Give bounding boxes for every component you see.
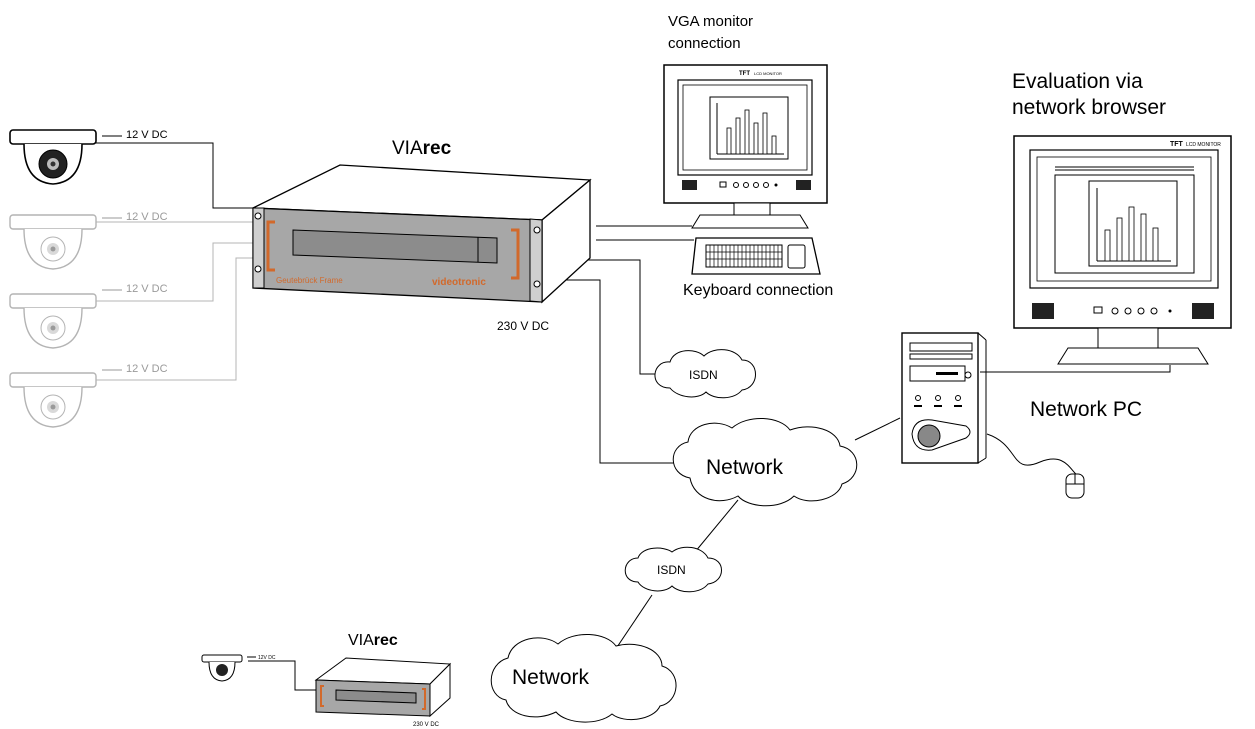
remote-recorder: VIArec 230 V DC xyxy=(314,632,452,728)
camera-1: 12 V DC xyxy=(9,129,168,185)
recorder-to-isdn-cable xyxy=(585,259,660,375)
camera-voltage-label: 12 V DC xyxy=(126,129,168,141)
recorder-title: VIArec xyxy=(392,138,452,159)
camera1-cable xyxy=(95,142,253,209)
dome-camera-icon xyxy=(9,372,97,428)
remote-camera: 12V DC xyxy=(201,654,276,682)
mouse-icon xyxy=(1065,473,1085,499)
remote-camera-cable xyxy=(248,660,316,691)
vga-bar-chart-icon xyxy=(726,109,777,155)
remote-camera-icon xyxy=(216,664,228,676)
camera-voltage-label: 12 V DC xyxy=(126,283,168,295)
network-main-label: Network xyxy=(706,456,784,479)
recorder-power-label: 230 V DC xyxy=(497,319,549,333)
network-bottom-label: Network xyxy=(512,666,590,689)
recorder-brand-right: videotronic xyxy=(432,277,486,288)
recorder-brand-left: Geutebrück Frame xyxy=(276,276,343,285)
browser-label-line2: network browser xyxy=(1012,96,1166,119)
dome-camera-icon xyxy=(9,214,97,270)
network-pc: Network PC xyxy=(901,332,1142,499)
browser-label-line1: Evaluation via xyxy=(1012,70,1143,93)
keyboard-label: Keyboard connection xyxy=(683,282,833,299)
isdn-top-label: ISDN xyxy=(689,368,718,382)
recorder-to-network-cable xyxy=(548,279,680,464)
browser-bar-chart-icon xyxy=(1104,206,1159,262)
network-cloud-main: Network xyxy=(672,417,858,507)
camera-2: 12 V DC xyxy=(9,211,168,270)
camera-3: 12 V DC xyxy=(9,283,168,349)
network-pc-label: Network PC xyxy=(1030,398,1142,421)
network-cloud-bottom: Network xyxy=(490,633,677,723)
remote-recorder-title: VIArec xyxy=(348,632,398,649)
vga-monitor: VGA monitor connection TFT LCD MONITOR xyxy=(663,13,828,229)
camera-4: 12 V DC xyxy=(9,363,168,428)
remote-camera-voltage: 12V DC xyxy=(258,655,276,661)
main-recorder: VIArec Geutebrück Frame videotronic 230 … xyxy=(252,138,592,333)
remote-power-label: 230 V DC xyxy=(413,722,440,728)
vga-label-line2: connection xyxy=(668,35,741,52)
dome-camera-icon xyxy=(9,293,97,349)
network-to-isdn-cable xyxy=(694,499,739,553)
gray-camera-cables xyxy=(95,221,253,381)
keyboard: Keyboard connection xyxy=(683,237,833,299)
isdn-cloud-bottom: ISDN xyxy=(624,546,722,593)
browser-monitor: Evaluation via network browser TFT LCD M… xyxy=(1012,70,1232,365)
isdn-cloud-top: ISDN xyxy=(654,349,756,399)
tft-badge: TFT xyxy=(1170,141,1184,148)
vga-label-line1: VGA monitor xyxy=(668,13,753,30)
tft-badge: TFT xyxy=(739,71,750,77)
camera-voltage-label: 12 V DC xyxy=(126,211,168,223)
mouse-cable xyxy=(986,433,1079,477)
isdn-bottom-label: ISDN xyxy=(657,563,686,577)
network-to-pc-cable xyxy=(854,417,901,441)
tft-badge-small: LCD MONITOR xyxy=(754,71,782,76)
camera-voltage-label: 12 V DC xyxy=(126,363,168,375)
pc-to-monitor-cable xyxy=(980,365,1171,373)
dome-camera-icon xyxy=(9,129,97,185)
tft-badge-small: LCD MONITOR xyxy=(1186,142,1221,148)
